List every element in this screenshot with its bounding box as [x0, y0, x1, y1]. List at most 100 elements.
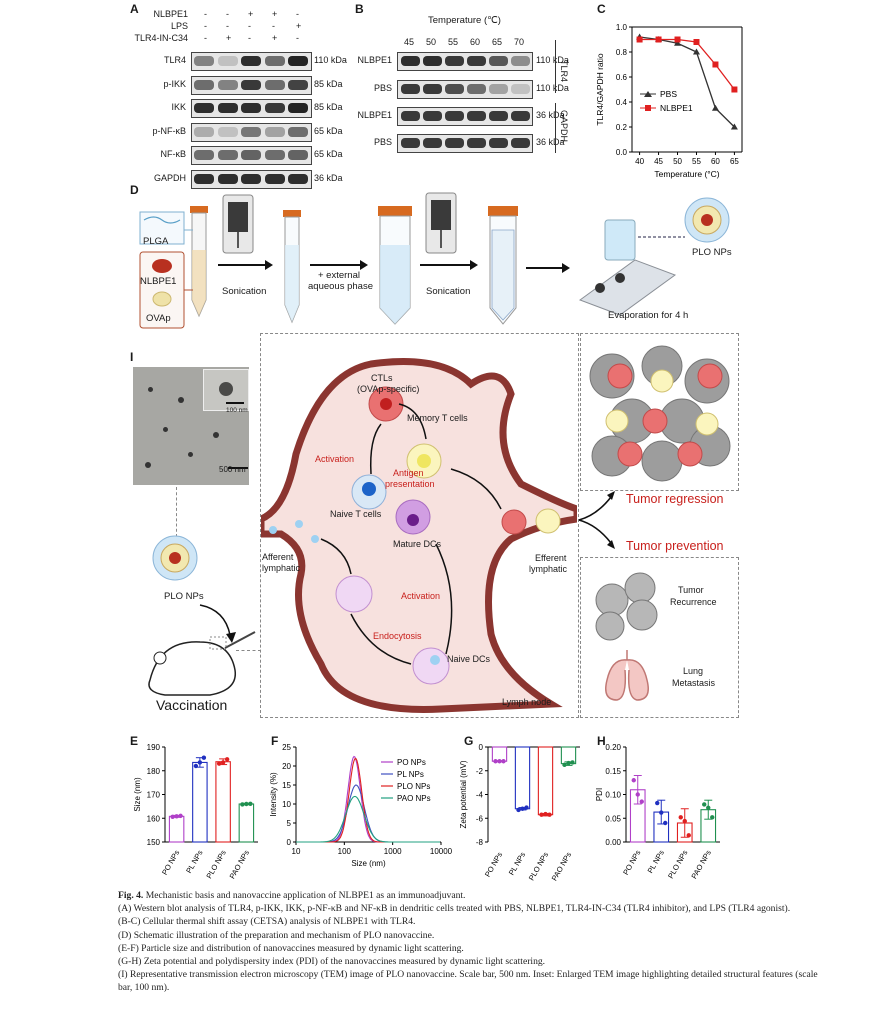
mouse-icon	[148, 641, 237, 696]
blot-row	[397, 107, 533, 126]
temp-label: 50	[426, 37, 437, 47]
tube2-cap	[283, 210, 301, 217]
bar-ylabel: PDI	[595, 788, 604, 801]
bar	[215, 761, 231, 843]
bar-category-label: PAO NPs	[228, 848, 252, 880]
bar-ytick-label: 0.05	[605, 814, 621, 823]
c-series-line	[639, 38, 735, 90]
blot-row	[397, 52, 533, 71]
efferent-ctl	[501, 509, 527, 535]
tumor-prevention-label: Tumor prevention	[626, 539, 724, 553]
bar-category-label: PLO NPs	[666, 848, 690, 880]
treatment-mark: +	[248, 9, 254, 19]
bar-point	[524, 805, 529, 810]
lymph-node-label: Lymph node	[502, 697, 552, 707]
bar-ytick-label: 180	[147, 767, 161, 776]
treatment-mark: -	[226, 9, 229, 19]
f-xtick-label: 10	[292, 847, 301, 856]
blot-row-label: TLR4	[163, 55, 186, 65]
bar-point	[240, 802, 245, 807]
bar	[192, 761, 208, 843]
treatment-mark: -	[204, 21, 207, 31]
f-series-line	[296, 795, 440, 843]
bar-point	[170, 814, 175, 820]
blot-band	[217, 103, 238, 113]
afferent-label-1: Afferent	[262, 552, 294, 562]
c-ytick-label: 0.4	[616, 98, 628, 107]
blot-band	[264, 126, 285, 137]
bar-category-label: PL NPs	[184, 848, 204, 874]
blot-band	[264, 103, 285, 113]
blot-kda: 110 kDa	[536, 83, 569, 93]
bar-point	[501, 759, 506, 764]
bar-category-label: PLO NPs	[527, 850, 551, 882]
memory-label: Memory T cells	[407, 413, 468, 423]
blot-band	[264, 150, 285, 160]
beaker	[604, 219, 636, 261]
bar-category-label: PO NPs	[621, 848, 642, 876]
recurrence-label-2: Recurrence	[670, 597, 717, 607]
c-point	[731, 86, 738, 93]
blot-band	[467, 111, 486, 121]
panel-b-header: Temperature (℃)	[428, 15, 501, 26]
c-ytick-label: 0.2	[616, 123, 628, 132]
blot-band	[217, 150, 238, 160]
naive-t-label: Naive T cells	[330, 509, 382, 519]
temp-label: 45	[404, 37, 415, 47]
bar-ytick-label: -8	[476, 838, 484, 847]
plo-nps-label-d: PLO NPs	[692, 247, 732, 258]
bar-category-label: PO NPs	[160, 848, 181, 876]
tem-scale: 500 nm	[219, 465, 246, 474]
c-ytick-label: 0.6	[616, 73, 628, 82]
blot-band	[423, 56, 442, 66]
bar-point	[566, 760, 571, 766]
c-point	[636, 36, 643, 43]
bar-ytick-label: 190	[147, 743, 161, 752]
blot-kda: 110 kDa	[314, 55, 347, 65]
blot-band	[511, 84, 530, 94]
tumor-regression-box	[580, 333, 739, 491]
f-ytick-label: 15	[282, 781, 291, 790]
tube4-cap	[488, 206, 518, 216]
efferent-label-1: Efferent	[535, 553, 567, 563]
f-ytick-label: 25	[282, 743, 291, 752]
bar	[514, 746, 531, 810]
blot-band	[511, 111, 530, 121]
c-point	[712, 61, 719, 68]
blot-band	[194, 150, 214, 160]
tem-image	[133, 367, 249, 485]
bar-ytick-label: 160	[147, 814, 161, 823]
blot-row-label: PBS	[373, 137, 392, 147]
naive-dc-label: Naive DCs	[447, 654, 491, 664]
bar-point	[570, 760, 575, 765]
c-legend-label: NLBPE1	[660, 103, 693, 113]
blot-row	[397, 134, 533, 153]
blot-row	[191, 75, 312, 95]
tem-inset-scale: 100 nm	[226, 407, 248, 414]
tumor-regression-illustration	[589, 345, 731, 482]
temp-label: 70	[514, 37, 525, 47]
blot-row	[191, 122, 312, 142]
bar-point	[678, 815, 683, 820]
bar-ytick-label: 0	[479, 743, 484, 752]
blot-band	[217, 79, 238, 90]
c-point	[730, 123, 738, 130]
external-label-1: + external	[318, 270, 360, 281]
blot-band	[217, 126, 238, 137]
tem-inset	[203, 369, 249, 411]
panel-a-label: A	[130, 2, 139, 16]
blot-row-label: NF-κB	[160, 149, 187, 159]
panel-e-label: E	[130, 734, 139, 748]
bar-point	[659, 810, 664, 815]
sonication-1-label: Sonication	[222, 286, 267, 297]
blot-band	[264, 173, 285, 184]
treatment-label: TLR4-IN-C34	[134, 33, 188, 43]
panel-b-label: B	[355, 2, 364, 16]
bar-point	[682, 818, 687, 824]
outcome-arrows	[578, 491, 615, 549]
f-xtick-label: 10000	[430, 847, 453, 856]
bar-point	[174, 814, 179, 819]
blot-band	[288, 150, 308, 160]
